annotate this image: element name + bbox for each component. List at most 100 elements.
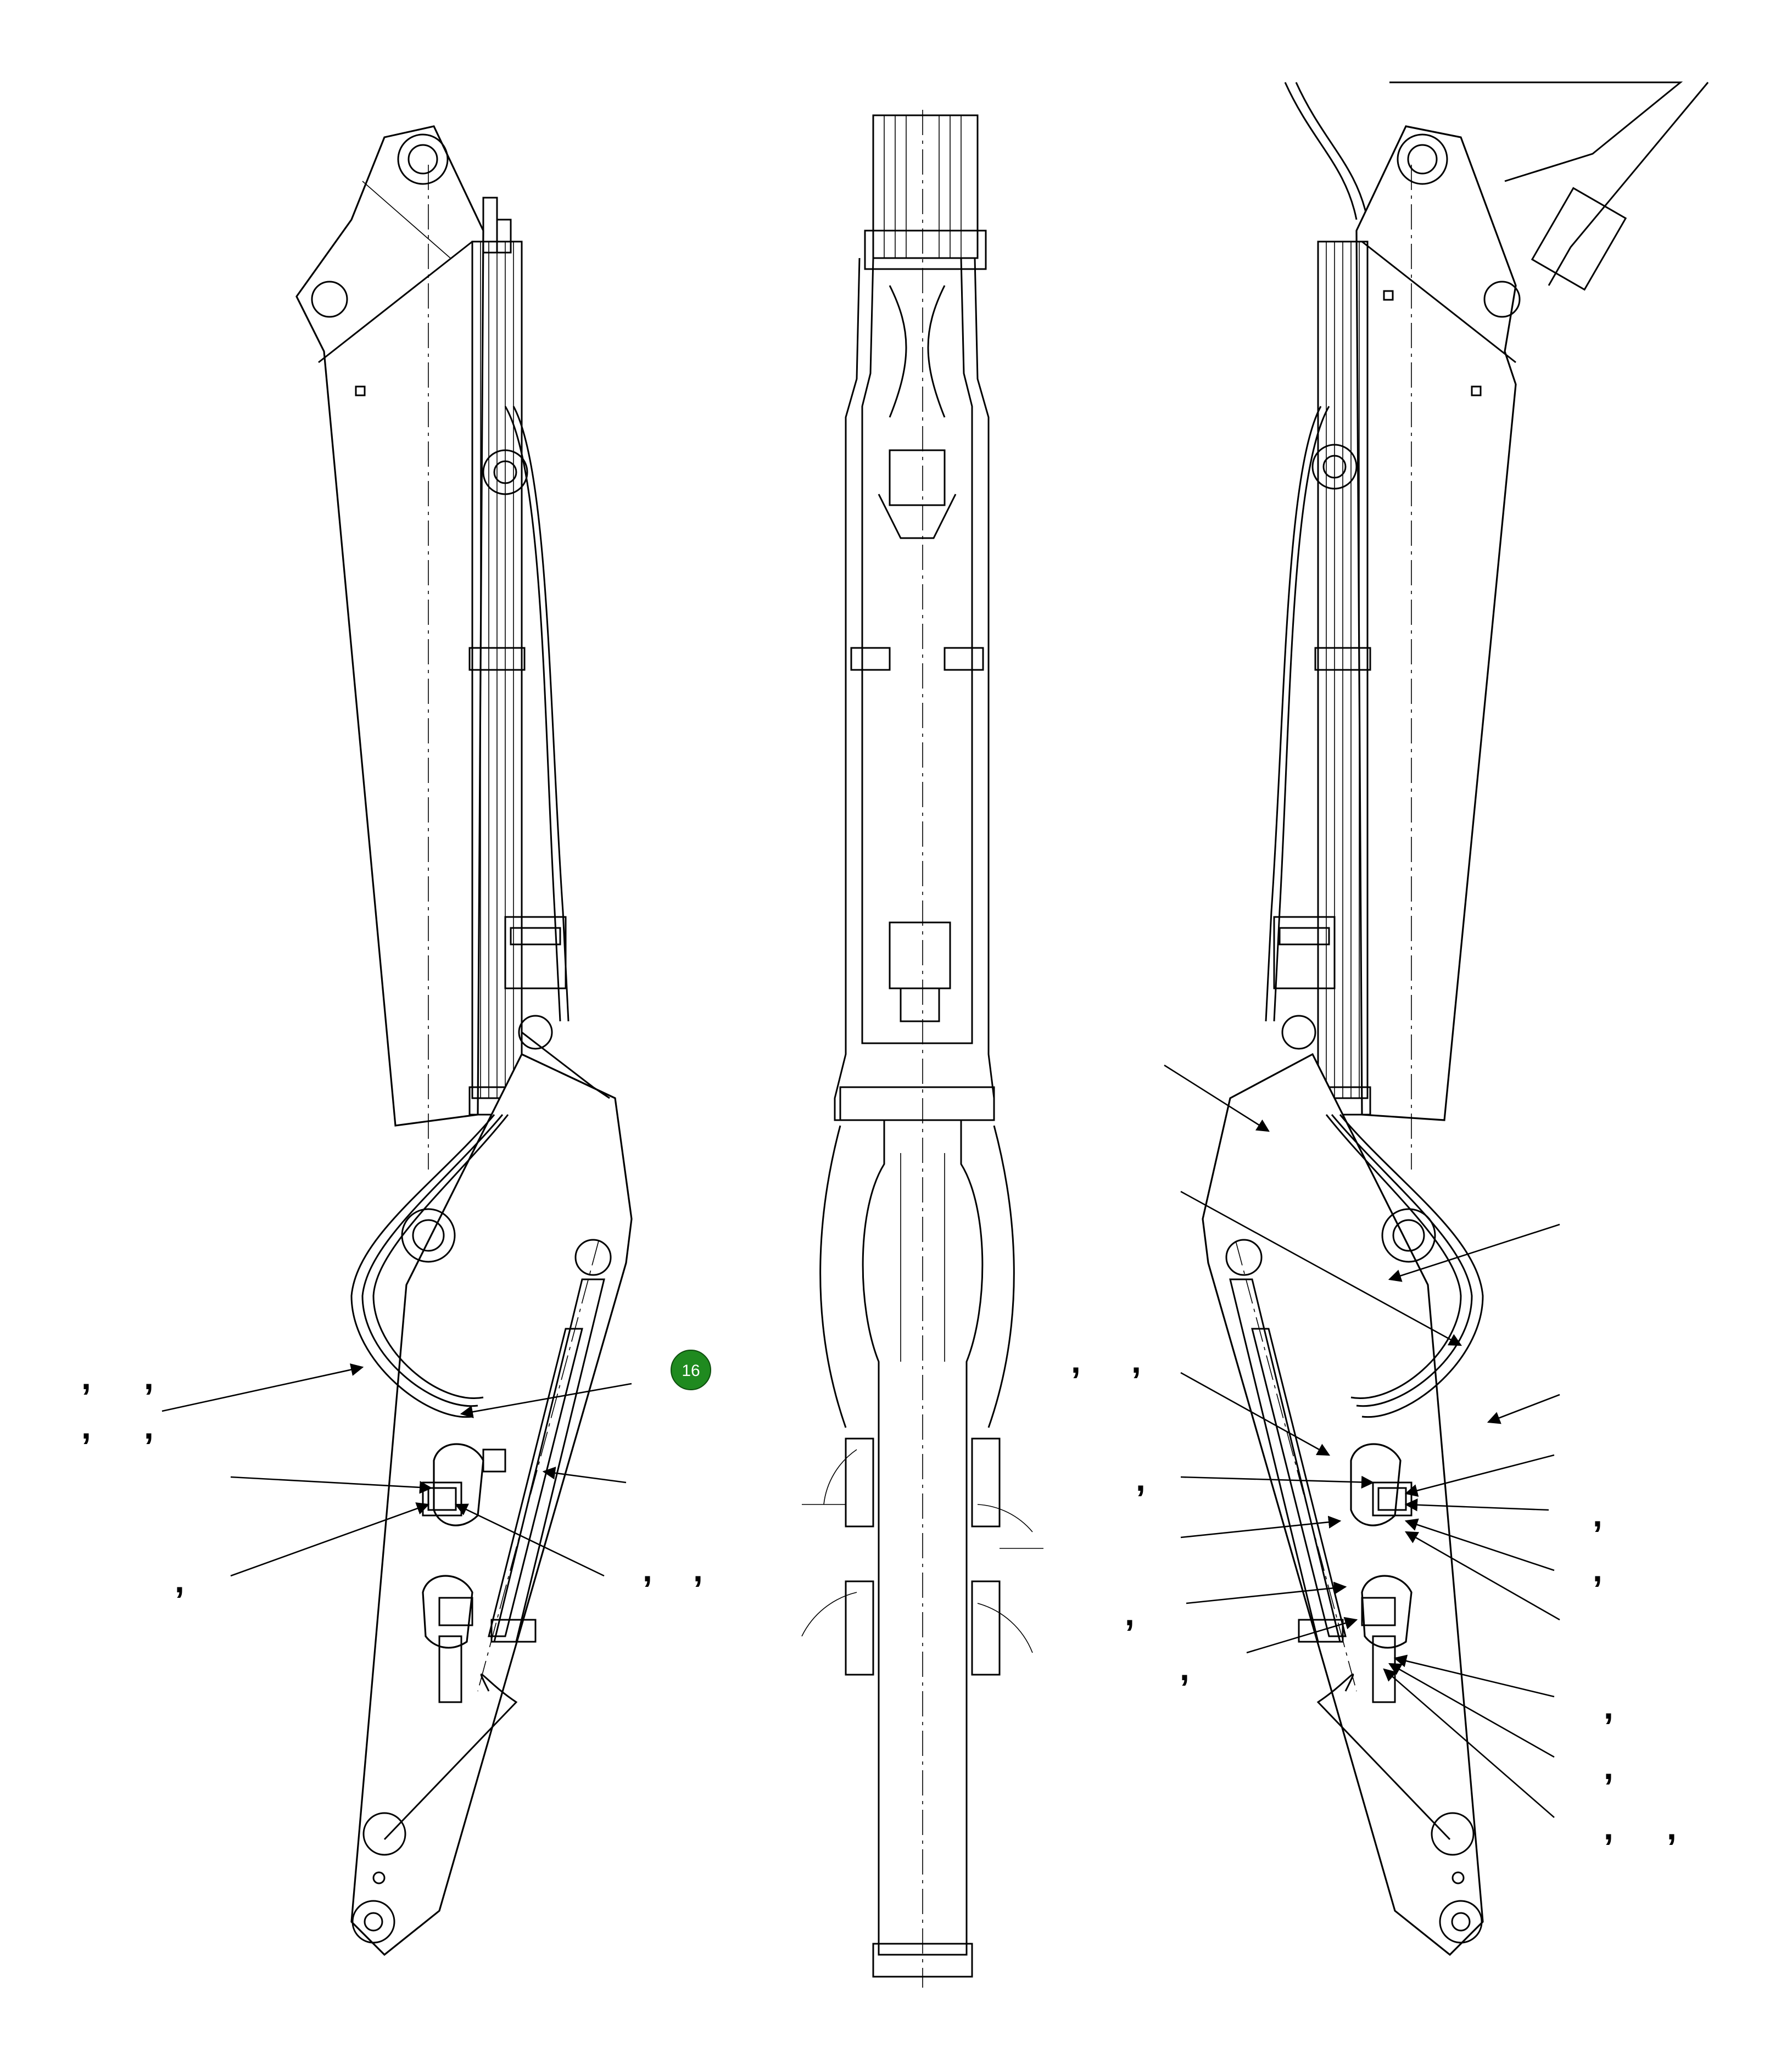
separator-comma: , [175, 1560, 185, 1600]
leader-right-3 [1388, 1223, 1560, 1282]
center-valves [801, 1437, 1043, 1676]
right-top-link [1389, 81, 1683, 182]
right-bolt-2 [1383, 290, 1394, 301]
top-view [801, 110, 1043, 1988]
left-bolt-1 [355, 385, 366, 396]
separator-comma: , [144, 1357, 154, 1397]
separator-comma: , [1180, 1648, 1190, 1688]
left-link [383, 1673, 518, 1841]
right-top-cylinder [1548, 82, 1709, 286]
left-stick-cylinder [488, 1278, 605, 1643]
left-boom-body [295, 125, 484, 1127]
center-stick-bottom [872, 1943, 973, 1978]
left-stick-upper-pin [518, 1015, 553, 1050]
right-top-hose [1284, 82, 1358, 220]
separator-comma: , [1604, 1747, 1614, 1787]
center-clamp-left [850, 647, 891, 671]
leader-right-7 [1180, 1475, 1375, 1489]
separator-comma: , [1604, 1687, 1614, 1726]
separator-comma: , [1667, 1808, 1677, 1847]
label-separators: , , , , , , , , , , , , , , , , , , [81, 1341, 1677, 1847]
leader-left-3 [230, 1476, 433, 1494]
right-top-hose-2 [1295, 82, 1369, 220]
right-hose-loop-2 [1331, 1114, 1473, 1407]
left-grease-point [372, 1871, 386, 1884]
right-boom-foot-pin-inner [1392, 1219, 1425, 1252]
right-tube-bundle [1265, 240, 1371, 1116]
left-hose-loop-3 [372, 1114, 509, 1399]
right-upper-pin-outer [1397, 133, 1448, 185]
right-bolt-1 [1471, 385, 1482, 396]
left-stick-cap [521, 1031, 610, 1099]
center-hose-right [987, 1125, 1015, 1428]
center-hose-crossover [889, 285, 946, 418]
callout-label: 16 [682, 1362, 700, 1380]
separator-comma: , [1071, 1341, 1081, 1380]
center-cylinder-head [889, 921, 951, 989]
leader-right-14 [1393, 1654, 1555, 1698]
left-tube-bundle [468, 197, 570, 1116]
callout-badge[interactable] [671, 1350, 711, 1390]
separator-comma: , [643, 1549, 652, 1589]
left-boom-brace [318, 240, 473, 363]
separator-comma: , [81, 1407, 91, 1446]
center-top-clamp [864, 230, 987, 270]
center-top-block [872, 114, 979, 259]
right-stick-lower-pin [1431, 1812, 1475, 1856]
separator-comma: , [1593, 1549, 1603, 1589]
leader-right-2 [1180, 1190, 1462, 1346]
leader-lines [161, 1064, 1560, 1818]
separator-comma: , [81, 1357, 91, 1397]
right-grease-point [1452, 1871, 1465, 1884]
right-boom-body [1355, 125, 1517, 1121]
center-hose-left [819, 1125, 847, 1428]
leader-right-11 [1186, 1581, 1347, 1604]
left-stick-centerline [477, 1240, 599, 1692]
right-stick-upper-pin [1281, 1015, 1316, 1050]
left-valve-upper [422, 1443, 506, 1526]
leader-right-4 [1180, 1372, 1331, 1456]
leader-right-15 [1388, 1663, 1555, 1758]
left-side-view [295, 125, 633, 1956]
left-stick-body [350, 1053, 633, 1956]
right-stick-mid-pin [1225, 1239, 1263, 1276]
callout-16[interactable]: 16 [671, 1350, 711, 1390]
leader-left-5 [542, 1467, 627, 1484]
center-mid-clamp [839, 1086, 995, 1121]
leader-right-10 [1404, 1518, 1555, 1571]
left-bucket-pin [351, 1900, 395, 1944]
right-upper-pin-inner [1407, 144, 1438, 175]
center-cylinder-rod-end [900, 987, 940, 1022]
leader-left-6 [454, 1503, 605, 1577]
separator-comma: , [144, 1407, 154, 1446]
right-hose-loop-3 [1325, 1114, 1462, 1399]
left-upper-pin-inner [407, 144, 438, 175]
right-bucket-pin [1439, 1900, 1483, 1944]
right-hose-loop-1 [1339, 1114, 1484, 1418]
center-stick-outline [862, 1120, 984, 1956]
left-stick-mid-pin [574, 1239, 612, 1276]
separator-comma: , [1131, 1341, 1141, 1380]
center-swivel-yoke [878, 494, 957, 539]
right-bucket-pin-inner [1451, 1912, 1471, 1932]
leader-right-6 [1404, 1454, 1555, 1497]
leader-right-9 [1180, 1515, 1342, 1539]
center-clamp-right [944, 647, 984, 671]
left-hose-loop-1 [350, 1114, 495, 1418]
right-side-view [1202, 81, 1709, 1956]
separator-comma: , [1125, 1593, 1135, 1633]
leader-right-16 [1383, 1668, 1555, 1818]
center-boom-inner [861, 258, 973, 1044]
right-stick-centerline [1235, 1240, 1357, 1692]
center-swivel [889, 449, 946, 506]
left-mid-pin [311, 281, 348, 318]
separator-comma: , [1593, 1495, 1603, 1534]
left-hose-loop-2 [361, 1114, 504, 1407]
left-bucket-pin-inner [364, 1912, 383, 1932]
right-stick-cylinder [1229, 1278, 1347, 1643]
separator-comma: , [1136, 1459, 1146, 1498]
leader-right-12 [1404, 1531, 1560, 1621]
separator-comma: , [693, 1549, 703, 1589]
